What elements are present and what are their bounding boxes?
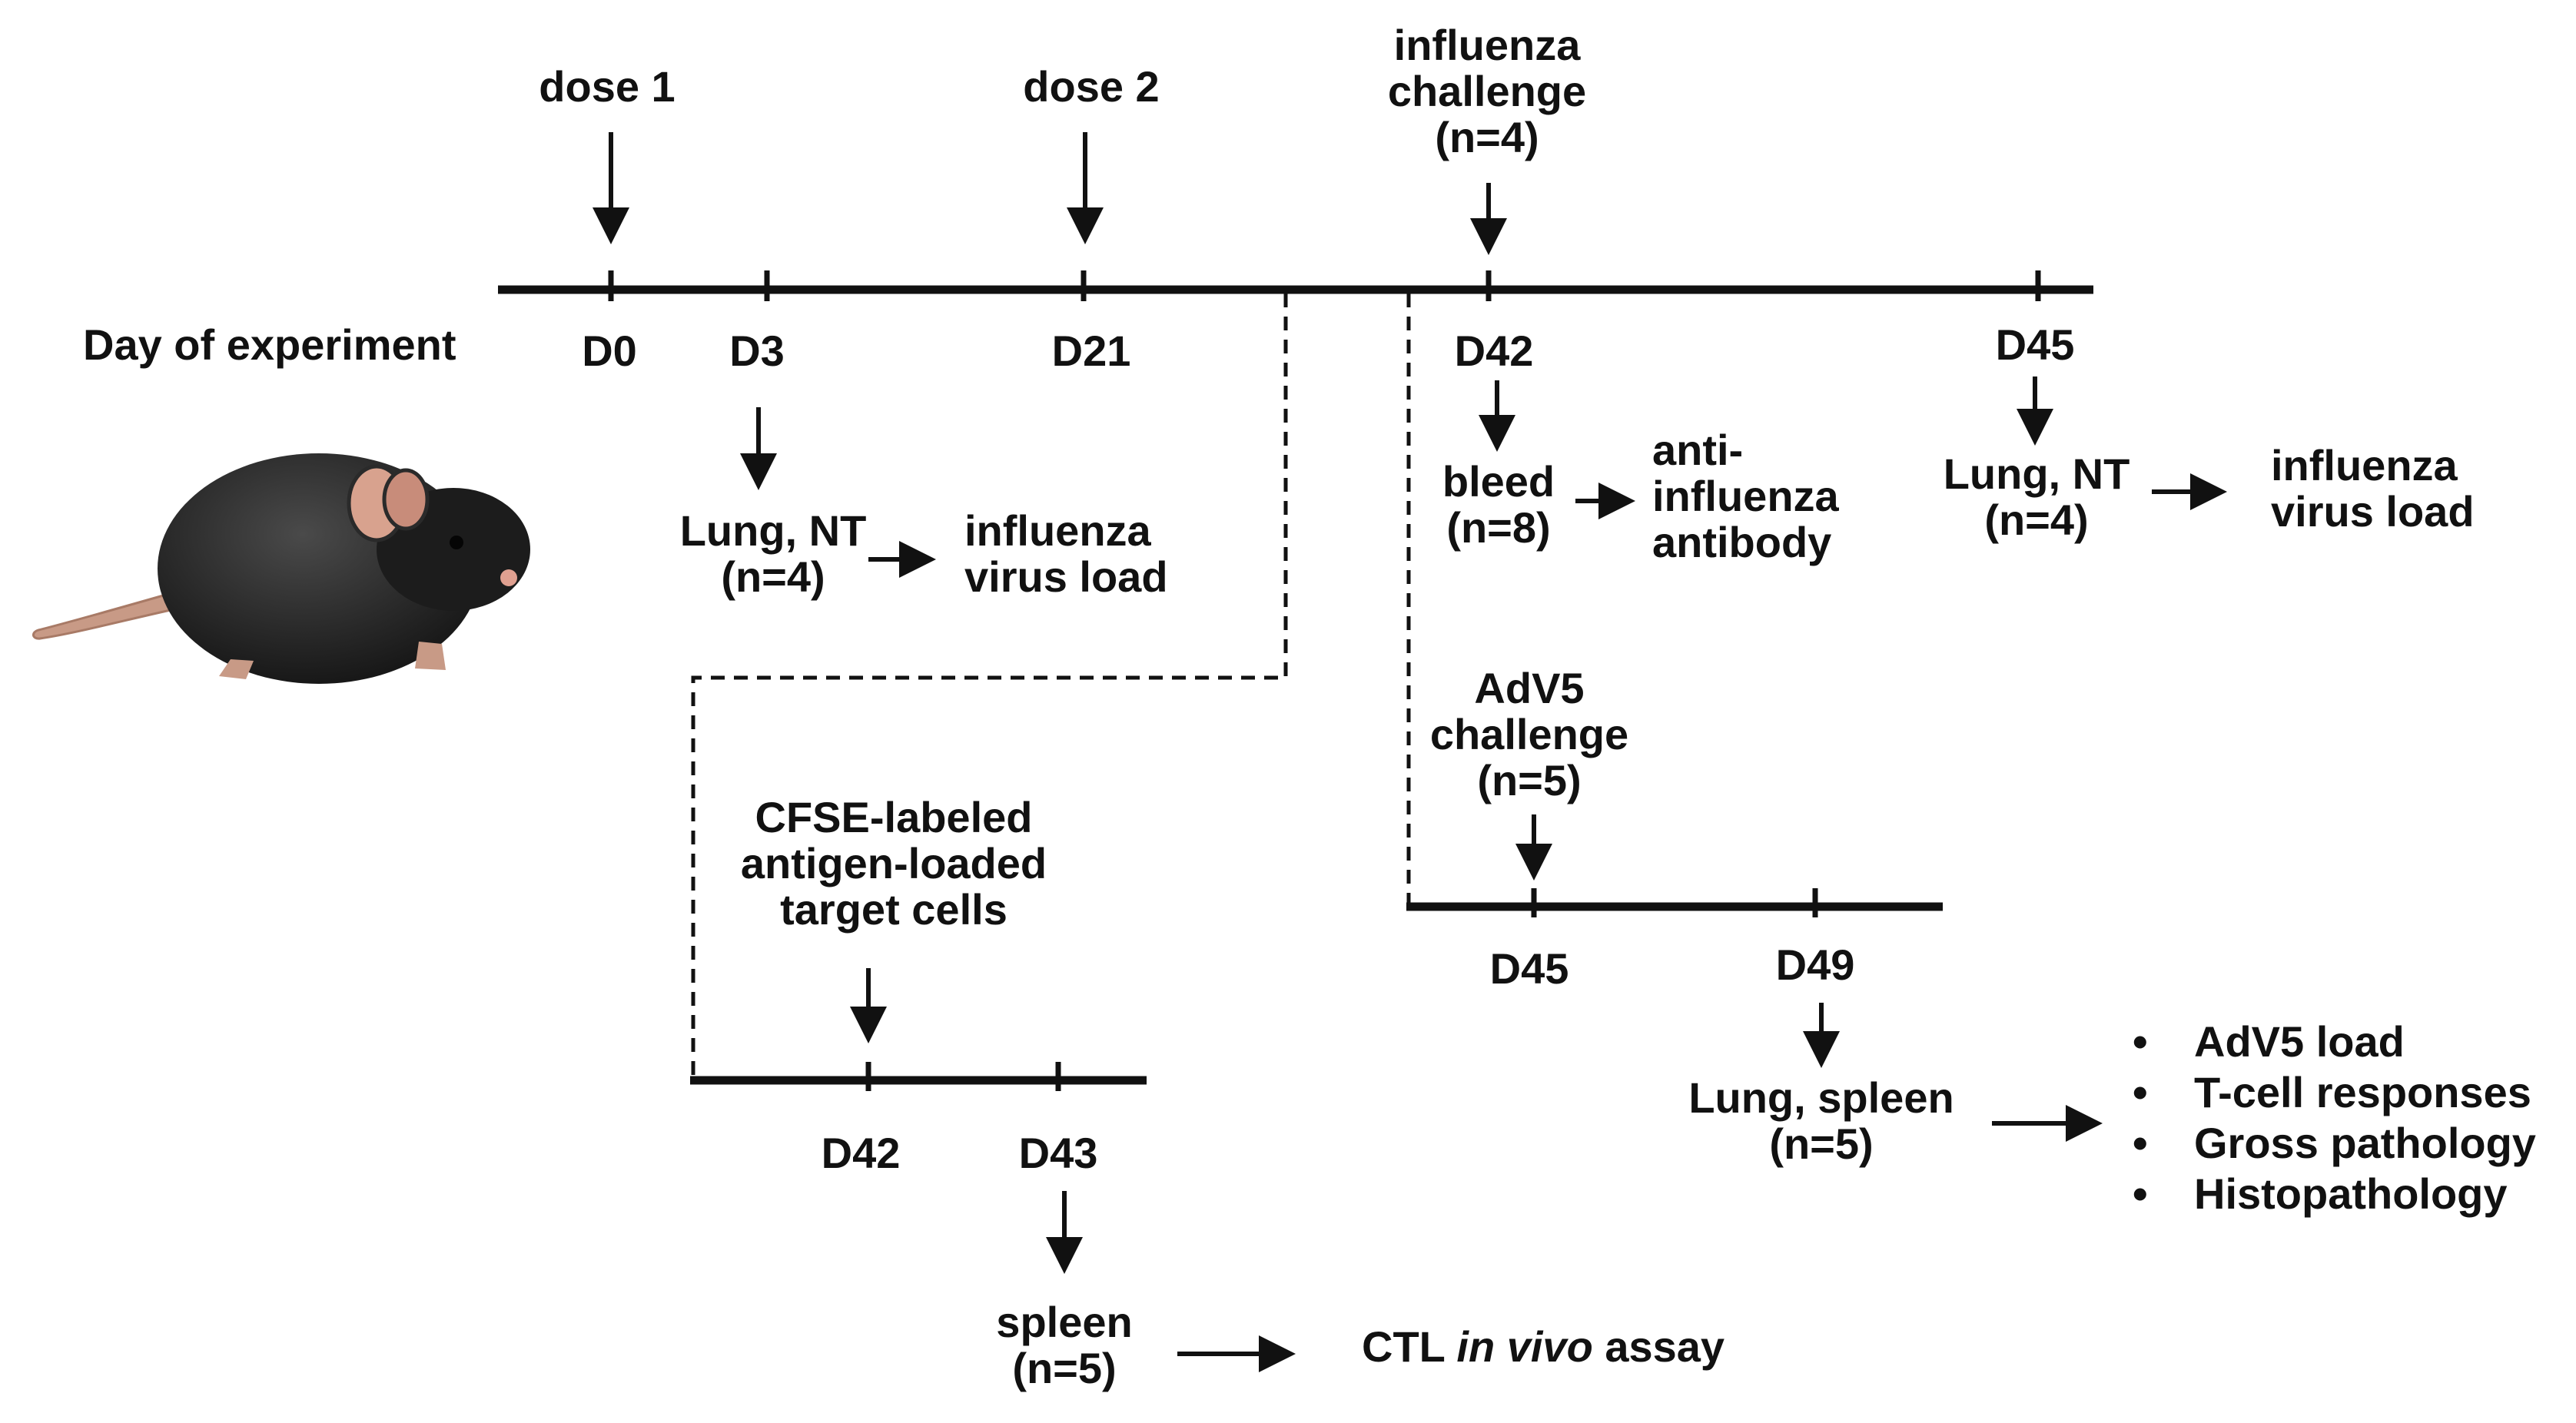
adv5-event-line-3: (n=5) — [1477, 756, 1581, 804]
ctl-result-prefix: CTL — [1362, 1322, 1456, 1371]
results-item-3: Gross pathology — [2194, 1119, 2536, 1167]
ctl-event-line-2: antigen-loaded — [741, 839, 1047, 887]
adv5-event-line-2: challenge — [1430, 710, 1628, 758]
d3-result-line-2: virus load — [964, 552, 1168, 601]
d42-result-line-1: anti- — [1652, 426, 1743, 474]
d42-sample-line-1: bleed — [1442, 457, 1555, 506]
dashed-connector-ctl — [691, 294, 1288, 1077]
day-label-d42: D42 — [1455, 327, 1534, 375]
ctl-event-line-1: CFSE-labeled — [755, 793, 1033, 841]
results-item-1: AdV5 load — [2194, 1017, 2405, 1066]
ctl-sample-line-2: (n=5) — [1012, 1344, 1116, 1392]
day-label-d45: D45 — [1996, 320, 2075, 369]
d3-readout: Lung, NT (n=4) influenza virus load — [680, 407, 1168, 601]
mouse-illustration — [32, 453, 530, 684]
adv5-day-label-d49: D49 — [1776, 940, 1855, 989]
results-bullet-4: • — [2133, 1169, 2148, 1218]
ctl-event-line-3: target cells — [780, 885, 1007, 934]
results-bullet-2: • — [2133, 1068, 2148, 1116]
day-label-d3: D3 — [729, 327, 785, 375]
ctl-day-label-d43: D43 — [1019, 1129, 1098, 1177]
ctl-result: CTL in vivo assay — [1362, 1322, 1725, 1371]
d45-sample-line-2: (n=4) — [1984, 496, 2088, 544]
event-dose-2: dose 2 — [1023, 62, 1159, 111]
d3-sample-line-2: (n=4) — [721, 552, 825, 601]
axis-label: Day of experiment — [83, 320, 456, 369]
event-influenza-line-1: influenza — [1394, 21, 1582, 69]
d45-result-line-2: virus load — [2271, 487, 2475, 536]
adv5-day-label-d45: D45 — [1490, 944, 1569, 993]
d42-sample-line-2: (n=8) — [1446, 503, 1550, 552]
adv5-event-line-1: AdV5 — [1474, 664, 1584, 712]
results-item-4: Histopathology — [2194, 1169, 2508, 1218]
d42-result-line-3: antibody — [1652, 518, 1831, 566]
event-influenza-line-2: challenge — [1388, 67, 1586, 115]
ctl-sample-line-1: spleen — [996, 1298, 1132, 1346]
day-label-d0: D0 — [582, 327, 637, 375]
ctl-day-label-d42: D42 — [822, 1129, 901, 1177]
event-dose-1: dose 1 — [539, 62, 675, 111]
adv5-sample-line-1: Lung, spleen — [1688, 1073, 1954, 1122]
results-bullet-1: • — [2133, 1017, 2148, 1066]
main-timeline: Day of experiment D0 D3 D21 D42 D45 dose… — [83, 21, 2093, 375]
results-bullet-3: • — [2133, 1119, 2148, 1167]
ctl-result-italic: in vivo — [1456, 1322, 1592, 1371]
ctl-branch: CFSE-labeled antigen-loaded target cells… — [690, 793, 1725, 1392]
d45-sample-line-1: Lung, NT — [1944, 449, 2130, 498]
day-label-d21: D21 — [1052, 327, 1131, 375]
results-item-2: T-cell responses — [2194, 1068, 2531, 1116]
d42-result-line-2: influenza — [1652, 472, 1840, 520]
d45-result-line-1: influenza — [2271, 441, 2458, 489]
adv5-sample-line-2: (n=5) — [1769, 1119, 1873, 1168]
d45-readout: Lung, NT (n=4) influenza virus load — [1944, 376, 2475, 544]
event-influenza-line-3: (n=4) — [1435, 113, 1539, 161]
d3-result-line-1: influenza — [964, 506, 1152, 555]
adv5-branch: AdV5 challenge (n=5) D45 D49 Lung, splee… — [1406, 664, 2536, 1218]
ctl-result-suffix: assay — [1593, 1322, 1725, 1371]
d42-readout: bleed (n=8) anti- influenza antibody — [1442, 380, 1840, 566]
d3-sample-line-1: Lung, NT — [680, 506, 867, 555]
